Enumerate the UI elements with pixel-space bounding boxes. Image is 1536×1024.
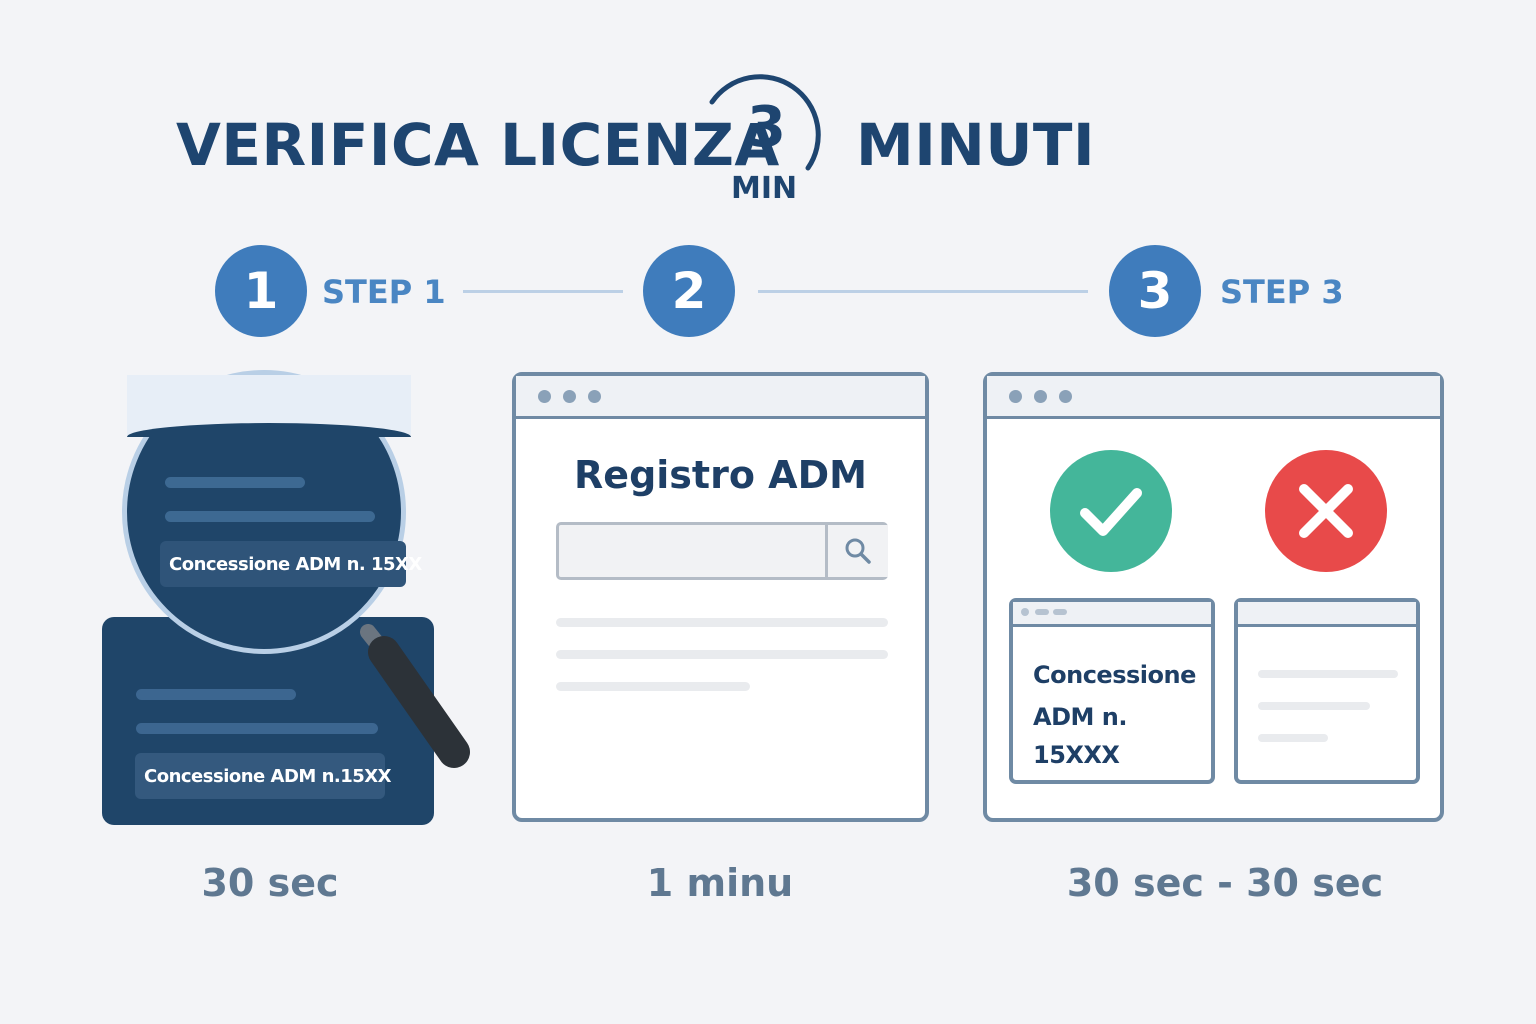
magnifier-icon: Concessione ADM n. 15XX	[122, 370, 422, 654]
card-titlebar	[1013, 602, 1211, 627]
browser-titlebar	[516, 376, 925, 419]
registro-browser-window: Registro ADM	[512, 372, 929, 822]
registro-heading: Registro ADM	[574, 453, 867, 497]
doc-line	[136, 689, 296, 700]
doc-license-number: Concessione ADM n.15XX	[135, 753, 392, 799]
card-placeholder-line	[1258, 734, 1328, 742]
invalid-license-card	[1234, 598, 1420, 784]
window-dot	[1059, 390, 1072, 403]
magnified-license-number: Concessione ADM n. 15XX	[160, 541, 422, 587]
card-placeholder-line	[1258, 670, 1398, 678]
doc-line	[136, 723, 378, 734]
clock-number: 3	[747, 95, 786, 160]
valid-license-card: Concessione ADM n. 15XXX	[1009, 598, 1215, 784]
result-placeholder-line	[556, 650, 888, 659]
magnifier-handle	[360, 624, 470, 768]
valid-card-line-1: Concessione	[1033, 661, 1196, 689]
x-icon	[1299, 484, 1353, 538]
window-dot	[538, 390, 551, 403]
lens-line	[165, 477, 305, 488]
result-browser-window: Concessione ADM n. 15XXX	[983, 372, 1444, 822]
registro-search-input[interactable]	[559, 525, 823, 577]
step-connector-1	[463, 290, 623, 293]
step-1-label: STEP 1	[322, 273, 446, 311]
step-connector-2	[758, 290, 1088, 293]
title-right: MINUTI	[856, 111, 1096, 179]
lens-line	[165, 511, 375, 522]
window-dot	[1009, 390, 1022, 403]
valid-status	[1050, 450, 1172, 572]
window-dot	[588, 390, 601, 403]
step-2-circle: 2	[643, 245, 735, 337]
step-1-time: 30 sec	[201, 861, 339, 905]
step-3-circle: 3	[1109, 245, 1201, 337]
search-icon	[845, 538, 871, 564]
result-placeholder-line	[556, 618, 888, 627]
registro-search-box	[556, 522, 888, 580]
window-dot	[1034, 390, 1047, 403]
invalid-status	[1265, 450, 1387, 572]
step-3-time: 30 sec - 30 sec	[1066, 861, 1384, 905]
window-dot	[563, 390, 576, 403]
browser-titlebar	[987, 376, 1440, 419]
clock-icon	[709, 74, 821, 171]
clock-unit: MIN	[731, 171, 798, 206]
card-titlebar	[1238, 602, 1416, 627]
registro-search-button[interactable]	[825, 525, 888, 577]
result-placeholder-line	[556, 682, 750, 691]
card-placeholder-line	[1258, 702, 1370, 710]
title-left: VERIFICA LICENZA	[176, 111, 780, 179]
step-1-circle: 1	[215, 245, 307, 337]
valid-card-line-2: ADM n. 15XXX	[1033, 703, 1127, 769]
step-3-label: STEP 3	[1220, 273, 1344, 311]
check-icon	[1080, 488, 1142, 536]
step-2-time: 1 minu	[646, 861, 794, 905]
